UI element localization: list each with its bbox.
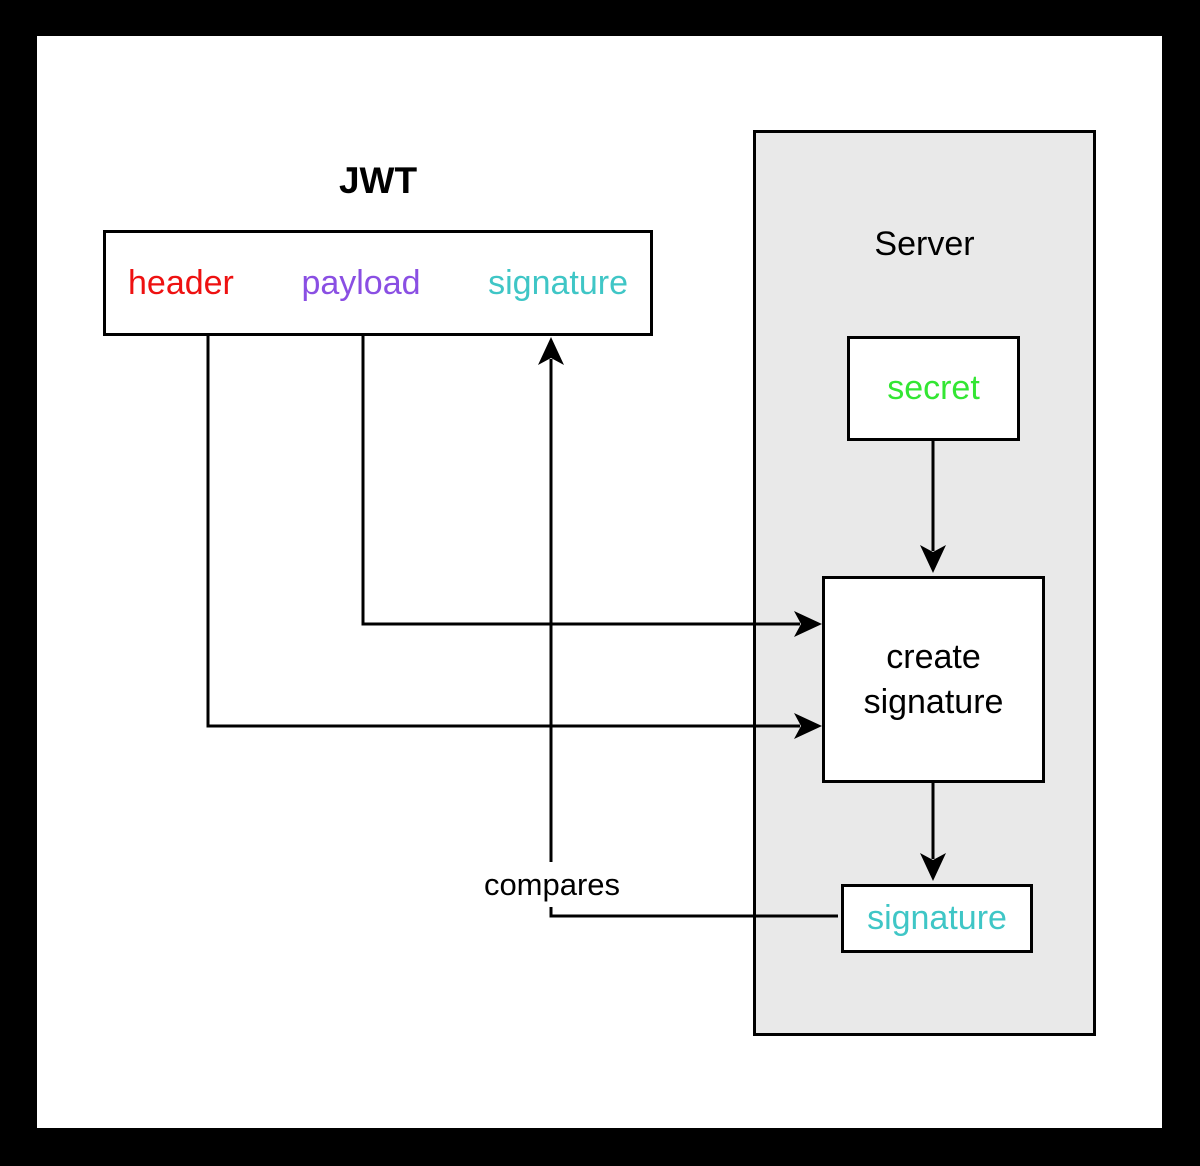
- jwt-token-box: header payload signature: [103, 230, 653, 336]
- server-title: Server: [874, 225, 975, 263]
- secret-label: secret: [887, 369, 980, 407]
- server-signature-label: signature: [867, 899, 1007, 937]
- create-signature-node: create signature: [822, 576, 1045, 783]
- jwt-part-header: header: [128, 263, 234, 302]
- jwt-part-payload: payload: [301, 263, 421, 302]
- server-signature-node: signature: [841, 884, 1033, 953]
- compares-label: compares: [458, 862, 646, 907]
- server-container: Server secret create signature signature: [753, 130, 1096, 1036]
- create-signature-label: create signature: [863, 638, 1004, 721]
- secret-node: secret: [847, 336, 1020, 441]
- jwt-title: JWT: [338, 160, 418, 201]
- jwt-part-signature: signature: [488, 263, 628, 302]
